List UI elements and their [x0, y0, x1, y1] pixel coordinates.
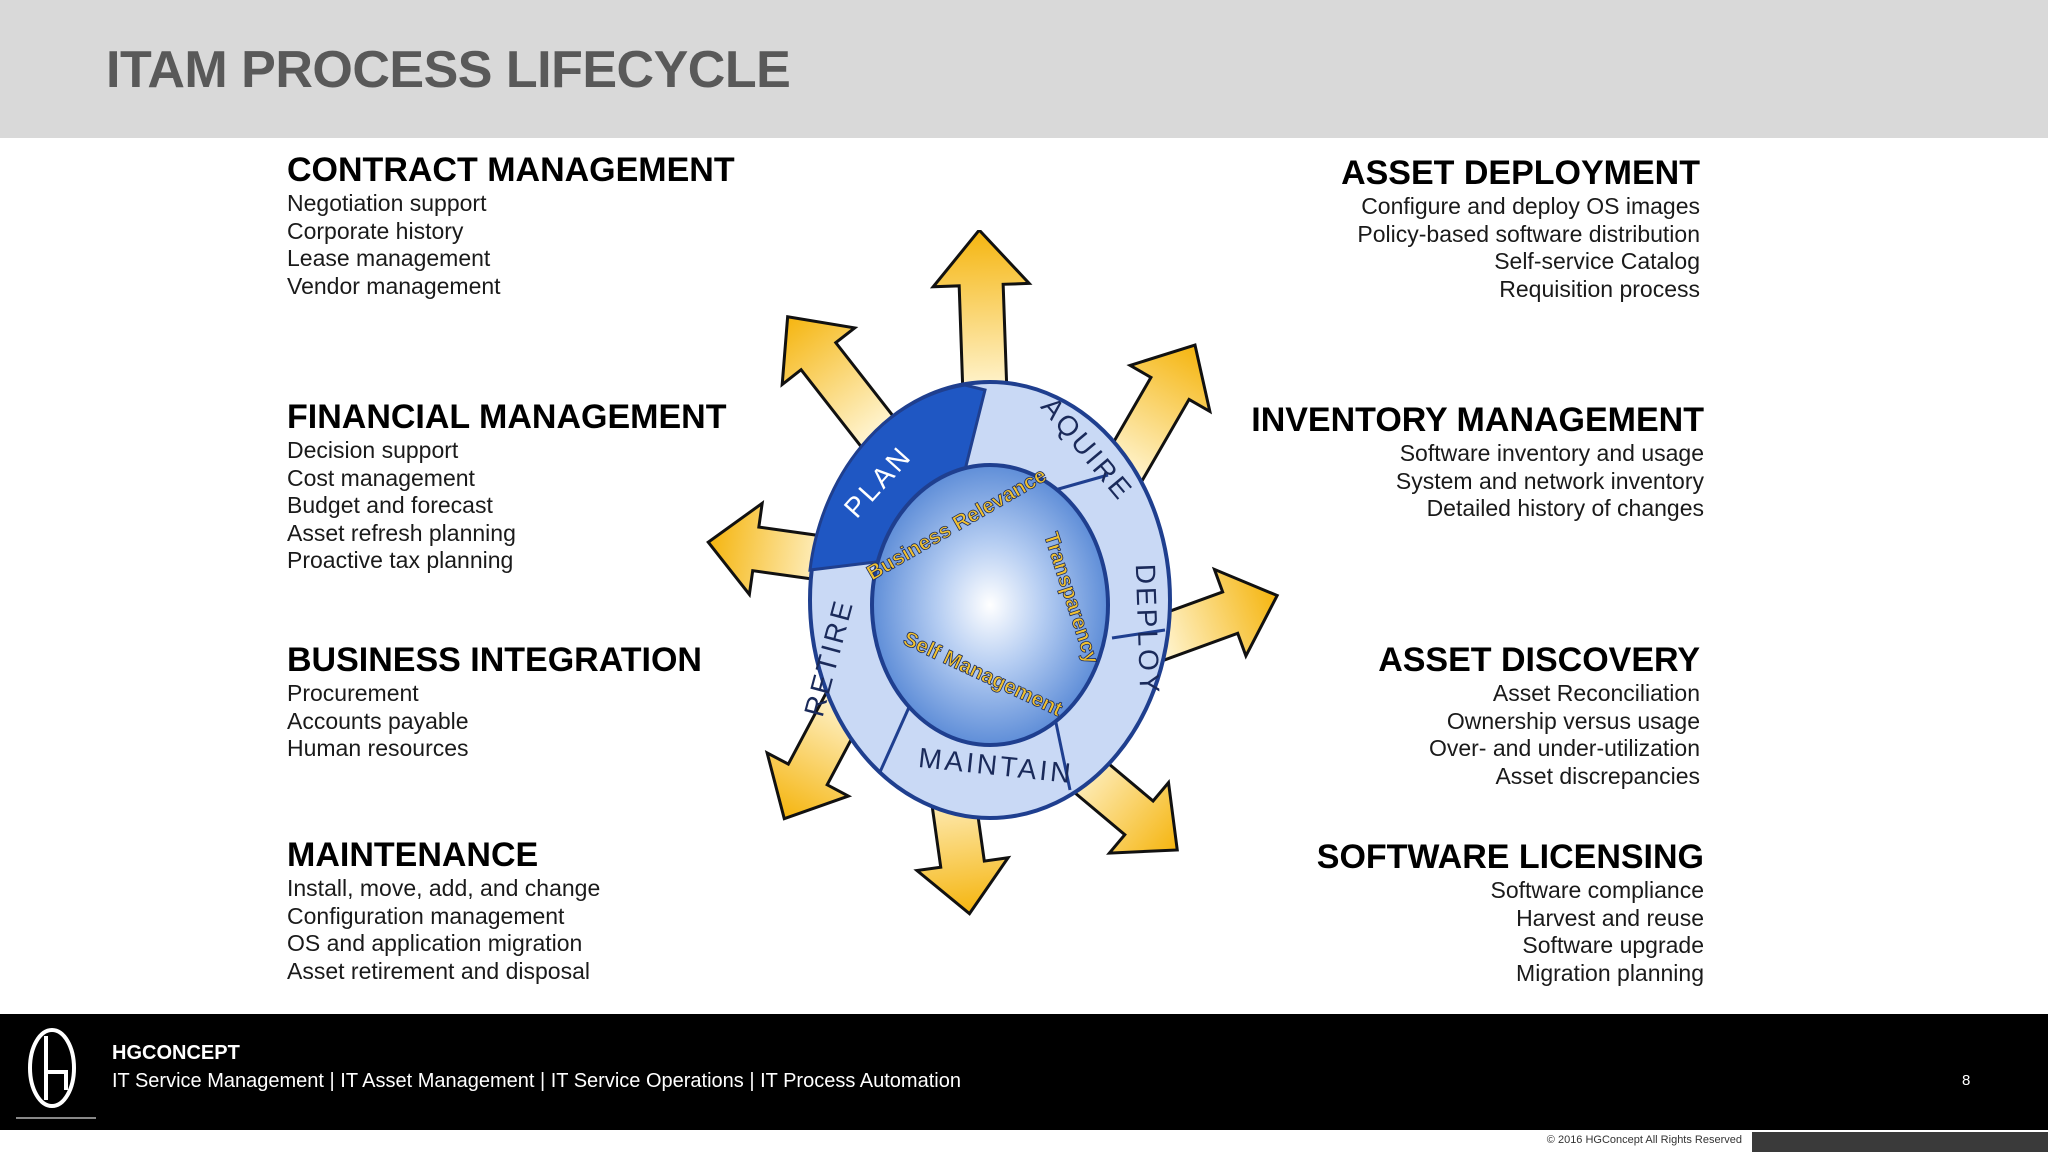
lifecycle-diagram: PLAN AQUIRE DEPLOY MAINTAIN RETIRE Busin…	[706, 230, 1280, 916]
arrow-up-right	[1098, 343, 1213, 489]
stage-deploy-label: DEPLOY	[1130, 563, 1166, 696]
contract-management-section: CONTRACT MANAGEMENT Negotiation support …	[287, 150, 735, 300]
list-item: Budget and forecast	[287, 492, 493, 518]
list-item: Asset discrepancies	[1495, 762, 1700, 789]
arrow-right	[1145, 566, 1280, 663]
list-item: Policy-based software distribution	[1357, 220, 1700, 247]
list-item: Detailed history of changes	[1426, 495, 1704, 521]
title-bar	[0, 0, 2048, 138]
inner-core	[870, 463, 1110, 747]
list-item: Software inventory and usage	[1399, 440, 1704, 466]
page-number: 8	[1962, 1072, 1971, 1089]
list-item: Human resources	[287, 735, 469, 761]
section-heading: SOFTWARE LICENSING	[1316, 838, 1704, 876]
arrow-up-left	[780, 315, 900, 451]
list-item: Requisition process	[1499, 275, 1700, 302]
list-item: Corporate history	[287, 217, 464, 244]
financial-management-section: FINANCIAL MANAGEMENT Decision support Co…	[287, 397, 726, 575]
list-item: Asset retirement and disposal	[287, 957, 590, 984]
list-item: Migration planning	[1516, 959, 1704, 986]
footer-tagline: IT Service Management | IT Asset Managem…	[112, 1070, 961, 1092]
list-item: Software upgrade	[1522, 932, 1704, 958]
list-item: Ownership versus usage	[1446, 707, 1700, 734]
section-heading: ASSET DISCOVERY	[1378, 641, 1700, 679]
asset-discovery-section: ASSET DISCOVERY Asset Reconciliation Own…	[1378, 640, 1700, 790]
list-item: System and network inventory	[1395, 467, 1704, 494]
list-item: Self-service Catalog	[1494, 248, 1700, 274]
business-integration-section: BUSINESS INTEGRATION Procurement Account…	[287, 640, 702, 763]
section-heading: ASSET DEPLOYMENT	[1341, 154, 1700, 192]
list-item: Configuration management	[287, 902, 565, 929]
list-item: Asset refresh planning	[287, 519, 516, 546]
inventory-management-section: INVENTORY MANAGEMENT Software inventory …	[1251, 400, 1704, 523]
arrow-up	[929, 230, 1033, 398]
section-heading: BUSINESS INTEGRATION	[287, 641, 702, 679]
section-heading: MAINTENANCE	[287, 836, 539, 874]
list-item: Lease management	[287, 245, 491, 271]
list-item: Over- and under-utilization	[1428, 735, 1700, 761]
bottom-accent-bar	[1752, 1132, 2048, 1152]
list-item: Accounts payable	[287, 707, 469, 734]
list-item: Proactive tax planning	[287, 547, 514, 573]
maintenance-section: MAINTENANCE Install, move, add, and chan…	[287, 835, 600, 985]
list-item: Configure and deploy OS images	[1361, 193, 1700, 219]
section-heading: INVENTORY MANAGEMENT	[1251, 401, 1704, 439]
list-item: Harvest and reuse	[1516, 904, 1704, 931]
page-title: ITAM PROCESS LIFECYCLE	[106, 41, 791, 99]
segment-dividers	[878, 473, 1166, 791]
asset-deployment-section: ASSET DEPLOYMENT Configure and deploy OS…	[1341, 153, 1700, 303]
software-licensing-section: SOFTWARE LICENSING Software compliance H…	[1317, 837, 1704, 987]
footer-brand: HGCONCEPT	[112, 1042, 240, 1064]
list-item: Cost management	[287, 464, 475, 491]
copyright-notice: © 2016 HGConcept All Rights Reserved	[1546, 1134, 1742, 1146]
list-item: Software compliance	[1490, 877, 1705, 903]
list-item: Asset Reconciliation	[1492, 680, 1700, 706]
list-item: OS and application migration	[287, 930, 583, 956]
list-item: Procurement	[287, 680, 419, 706]
list-item: Negotiation support	[287, 190, 487, 216]
section-heading: CONTRACT MANAGEMENT	[287, 151, 735, 189]
section-heading: FINANCIAL MANAGEMENT	[287, 398, 727, 436]
footer-bar	[0, 1014, 2048, 1130]
list-item: Install, move, add, and change	[287, 875, 601, 901]
list-item: Vendor management	[287, 272, 501, 299]
list-item: Decision support	[287, 437, 459, 463]
hgconcept-logo	[6, 1020, 106, 1128]
